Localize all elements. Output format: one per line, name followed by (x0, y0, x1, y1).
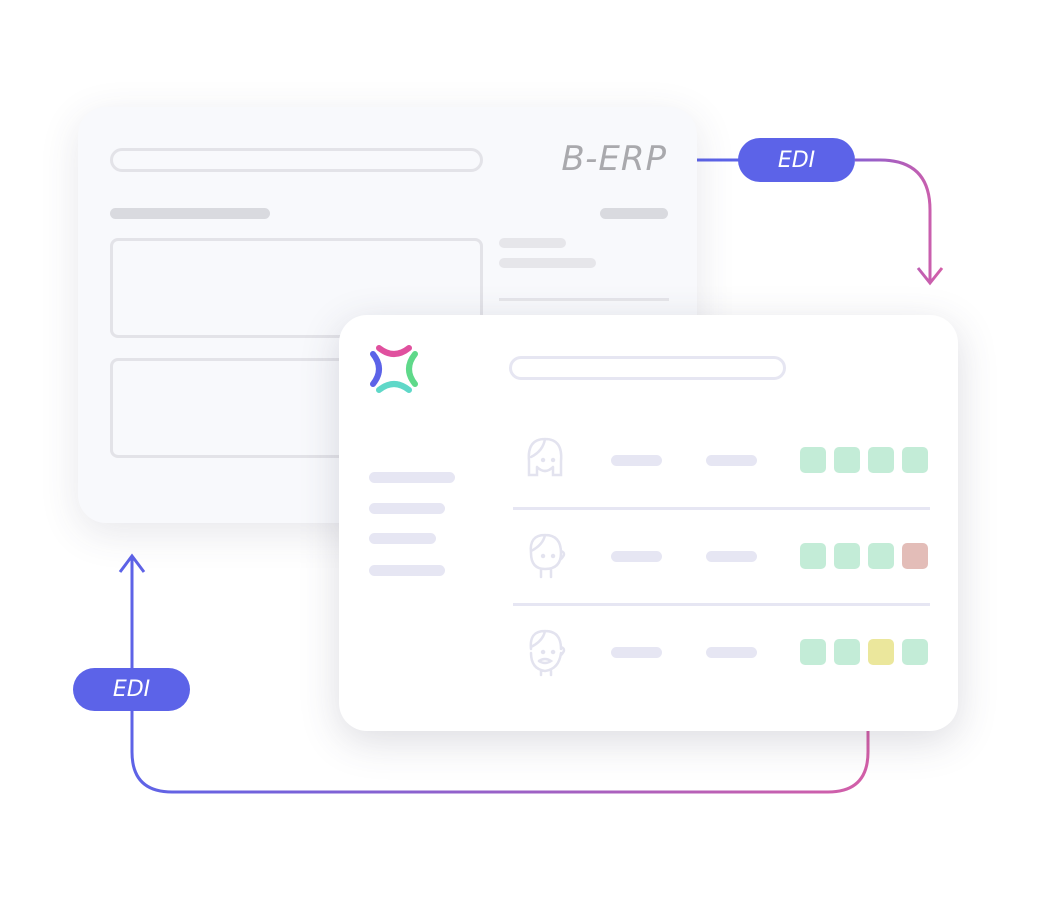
row-field (706, 647, 757, 658)
sidebar-item[interactable] (369, 533, 436, 544)
b-erp-search-bar (110, 148, 483, 172)
status-error-indicator (902, 543, 928, 569)
top-arrow (855, 158, 944, 286)
edi-badge-bottom: EDI (73, 668, 190, 711)
row-field (611, 455, 662, 466)
bearded-man-avatar-icon (529, 629, 566, 677)
sidebar-item[interactable] (369, 503, 445, 514)
row-divider (513, 603, 930, 606)
status-ok-indicator (834, 639, 860, 665)
status-ok-indicator (902, 447, 928, 473)
placeholder-bar (110, 208, 270, 219)
woman-avatar-icon (527, 437, 563, 477)
status-ok-indicator (868, 447, 894, 473)
status-ok-indicator (868, 543, 894, 569)
row-field (611, 551, 662, 562)
sidebar-item[interactable] (369, 565, 445, 576)
status-ok-indicator (834, 543, 860, 569)
status-ok-indicator (834, 447, 860, 473)
bottom-arrow (118, 553, 870, 794)
status-ok-indicator (902, 639, 928, 665)
row-field (706, 455, 757, 466)
man-avatar-icon (529, 533, 566, 579)
placeholder-bar (600, 208, 668, 219)
app-window (339, 315, 958, 731)
status-ok-indicator (800, 639, 826, 665)
row-divider (513, 507, 930, 510)
status-ok-indicator (800, 447, 826, 473)
content-box (110, 238, 483, 338)
placeholder-bar (499, 238, 566, 248)
b-erp-title: B-ERP (561, 139, 667, 179)
status-ok-indicator (800, 543, 826, 569)
row-field (706, 551, 757, 562)
row-field (611, 647, 662, 658)
sidebar-item[interactable] (369, 472, 455, 483)
edi-badge-top: EDI (738, 138, 855, 182)
search-bar[interactable] (509, 356, 786, 380)
divider (499, 298, 669, 301)
app-logo-icon (370, 345, 418, 393)
status-warning-indicator (868, 639, 894, 665)
placeholder-bar (499, 258, 596, 268)
